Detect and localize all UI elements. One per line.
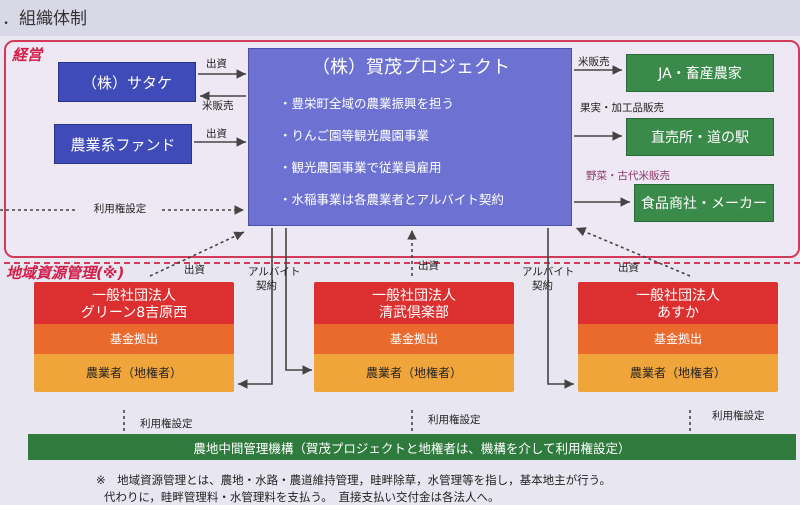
management-label: 経営 (12, 46, 43, 64)
association-name: 一般社団法人清武倶楽部 (372, 288, 456, 321)
ja-box: JA・畜産農家 (626, 54, 774, 92)
direct-sales-box: 直売所・道の駅 (626, 118, 774, 156)
invest-label-3: 出資 (184, 264, 205, 276)
part-time-label-2: アルバイト (522, 266, 575, 278)
fruit-sale-label: 果実・加工品販売 (580, 102, 664, 114)
bullet-1: ・豊栄町全域の農業振興を担う (279, 96, 455, 111)
invest-label-2: 出資 (206, 128, 227, 140)
association-name: 一般社団法人グリーン8吉原西 (80, 288, 188, 321)
fund-label: 基金拠出 (653, 332, 702, 346)
food-trader-box: 食品商社・メーカー (634, 184, 774, 222)
satake-box: （株）サタケ (58, 62, 196, 102)
kamo-project-title: （株）賀茂プロジェクト (312, 57, 510, 78)
fund-label: 基金拠出 (109, 332, 158, 346)
rice-sale-label-left: 米販売 (202, 100, 234, 112)
rice-sale-label-right: 米販売 (578, 56, 610, 68)
farmer-label: 農業者（地権者） (85, 366, 182, 380)
footnote-1: ※ 地域資源管理とは、農地・水路・農道維持管理，畦畔除草，水管理等を指し，基本地… (96, 473, 611, 487)
association-kiyotake: 一般社団法人清武倶楽部 基金拠出 農業者（地権者） (314, 282, 514, 392)
association-green8: 一般社団法人グリーン8吉原西 基金拠出 農業者（地権者） (34, 282, 234, 392)
fund-label: 基金拠出 (389, 332, 438, 346)
part-time-label-1: アルバイト (248, 266, 301, 278)
header-bar: ．組織体制 (0, 0, 800, 36)
farmer-label: 農業者（地権者） (365, 366, 462, 380)
association-asuka: 一般社団法人あすか 基金拠出 農業者（地権者） (578, 282, 778, 392)
bullet-4: ・水稲事業は各農業者とアルバイト契約 (279, 192, 504, 207)
invest-label-5: 出資 (618, 262, 639, 274)
usage-right-label-top: 利用権設定 (78, 200, 162, 218)
contract-label-2: 契約 (532, 280, 553, 292)
farmer-label: 農業者（地権者） (629, 366, 726, 380)
bullet-3: ・観光農園事業で従業員雇用 (279, 160, 442, 175)
regional-section (4, 262, 800, 472)
contract-label-1: 契約 (256, 280, 277, 292)
regional-label: 地域資源管理(※) (6, 264, 125, 282)
footnote-2: 代わりに，畦畔管理料・水管理料を支払う。 直接支払い交付金は各法人へ。 (104, 490, 500, 504)
invest-label-1: 出資 (206, 58, 227, 70)
association-name: 一般社団法人あすか (636, 288, 720, 321)
fund-box: 農業系ファンド (54, 124, 192, 164)
invest-label-4: 出資 (418, 260, 439, 272)
bullet-2: ・りんご園等観光農園事業 (279, 128, 430, 143)
veg-sale-label: 野菜・古代米販売 (586, 170, 670, 182)
usage-right-label-2: 利用権設定 (428, 414, 481, 426)
usage-right-label-3: 利用権設定 (712, 410, 765, 422)
farmland-agency-bar: 農地中間管理機構（賀茂プロジェクトと地権者は、機構を介して利用権設定） (28, 434, 796, 460)
section-heading: ．組織体制 (2, 9, 87, 29)
usage-right-label-1: 利用権設定 (140, 418, 193, 430)
kamo-project-box: （株）賀茂プロジェクト ・豊栄町全域の農業振興を担う ・りんご園等観光農園事業 … (248, 48, 572, 226)
